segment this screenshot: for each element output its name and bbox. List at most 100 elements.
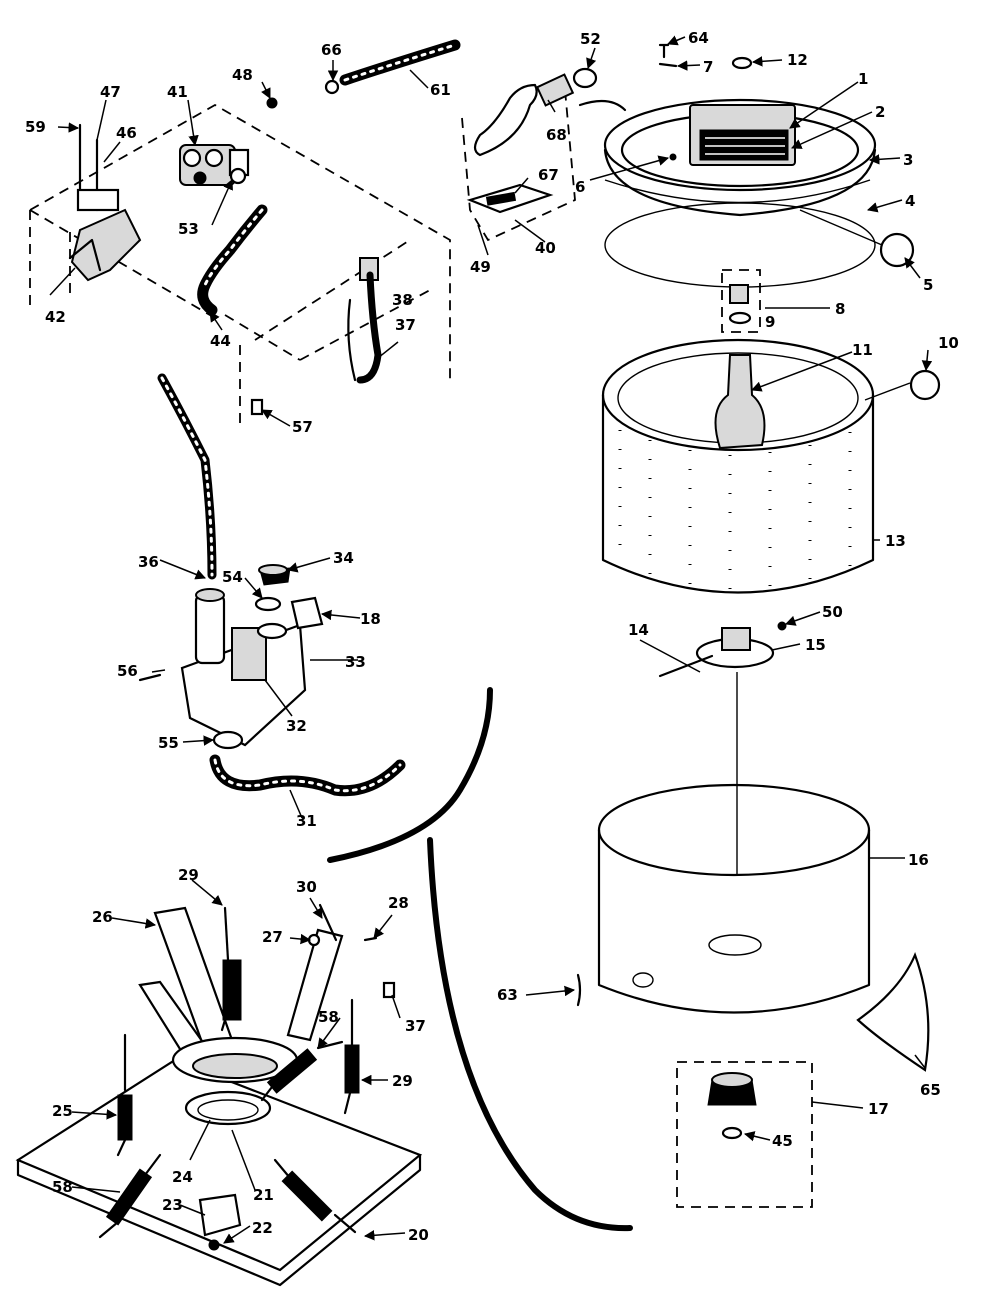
drain-hose: [327, 687, 493, 863]
part-label: 28: [388, 894, 409, 912]
part-label: 54: [222, 568, 243, 586]
part-label: 38: [392, 291, 413, 309]
part-label: 26: [92, 908, 113, 926]
part-label: 44: [210, 332, 231, 350]
clip-37b: [382, 981, 396, 999]
part-label: 14: [628, 621, 649, 639]
pin-27: [307, 933, 321, 947]
part-label: 45: [772, 1132, 793, 1150]
part-label: 27: [262, 928, 283, 946]
part-label: 56: [117, 662, 138, 680]
hose-36: [157, 373, 217, 580]
part-label: 24: [172, 1168, 193, 1186]
part-label: 25: [52, 1102, 73, 1120]
part-label: 6: [575, 178, 585, 196]
part-label: 23: [162, 1196, 183, 1214]
leader-lines: [49, 35, 933, 1244]
part-label: 52: [580, 30, 601, 48]
part-label: 34: [333, 549, 354, 567]
cap-34: [258, 564, 291, 586]
part-label: 17: [868, 1100, 889, 1118]
part-label: 48: [232, 66, 253, 84]
part-label: 59: [25, 118, 46, 136]
part-label: 2: [875, 103, 885, 121]
part-label: 37: [405, 1017, 426, 1035]
clamp-66: [324, 79, 340, 95]
part-label: 21: [253, 1186, 274, 1204]
part-label: 16: [908, 851, 929, 869]
part-label: 15: [805, 636, 826, 654]
part-label: 33: [345, 653, 366, 671]
ring-54: [254, 596, 282, 612]
part-label: 49: [470, 258, 491, 276]
part-label: 32: [286, 717, 307, 735]
part-label: 57: [292, 418, 313, 436]
part-label: 65: [920, 1081, 941, 1099]
part-label: 66: [321, 41, 342, 59]
part-label: 37: [395, 316, 416, 334]
bracket-38-37: [347, 257, 382, 384]
part-label: 9: [765, 313, 775, 331]
part-labels: 1 2 3 4 5 6 7 8 9 10 11 12 13 14 15 16 1…: [25, 29, 959, 1244]
part-label: 18: [360, 610, 381, 628]
pump-33: [180, 588, 307, 747]
hose-44: [197, 204, 268, 316]
clip-63: [576, 973, 582, 1007]
plate-18: [290, 596, 324, 630]
fill-inlet-40: [461, 67, 627, 242]
assembly-17: [676, 1061, 813, 1208]
part-label: 20: [408, 1226, 429, 1244]
part-label: 41: [167, 83, 188, 101]
part-label: 4: [905, 192, 915, 210]
part-label: 58: [52, 1178, 73, 1196]
part-label: 63: [497, 986, 518, 1004]
part-label: 64: [688, 29, 709, 47]
part-label: 12: [787, 51, 808, 69]
hub-15: [658, 621, 787, 678]
part-label: 67: [538, 166, 559, 184]
assembly-8: [721, 269, 761, 333]
part-label: 3: [903, 151, 913, 169]
part-label: 47: [100, 83, 121, 101]
part-label: 68: [546, 126, 567, 144]
part-label: 7: [703, 58, 713, 76]
rod-30: [318, 903, 338, 942]
part-label: 53: [178, 220, 199, 238]
part-label: 46: [116, 124, 137, 142]
part-label: 42: [45, 308, 66, 326]
screw-56: [138, 673, 162, 682]
switch-42: [68, 123, 142, 282]
clip-57: [250, 398, 264, 416]
screw-28: [363, 936, 378, 942]
part-label: 50: [822, 603, 843, 621]
part-label: 29: [392, 1072, 413, 1090]
part-label: 22: [252, 1219, 273, 1237]
dispenser-1-2: [689, 104, 796, 166]
water-valve-41: [179, 144, 250, 186]
part-label: 10: [938, 334, 959, 352]
part-label: 55: [158, 734, 179, 752]
part-label: 61: [430, 81, 451, 99]
panel-65: [856, 952, 930, 1072]
washer-53: [229, 167, 247, 185]
part-label: 58: [318, 1008, 339, 1026]
part-label: 11: [852, 341, 873, 359]
part-label: 5: [923, 276, 933, 294]
bracket-23: [198, 1193, 242, 1251]
part-label: 1: [858, 70, 868, 88]
part-label: 13: [885, 532, 906, 550]
part-label: 29: [178, 866, 199, 884]
suspension-26: [138, 906, 344, 1126]
bolt-10: [909, 369, 941, 401]
part-label: 30: [296, 878, 317, 896]
springs: [98, 906, 360, 1239]
screw-48: [266, 97, 278, 109]
part-label: 40: [535, 239, 556, 257]
part-label: 8: [835, 300, 845, 318]
part-label: 36: [138, 553, 159, 571]
cabinet-frame: [29, 103, 451, 430]
ring-55: [212, 730, 244, 750]
outer-tub-16: [597, 783, 871, 1014]
part-label: 31: [296, 812, 317, 830]
